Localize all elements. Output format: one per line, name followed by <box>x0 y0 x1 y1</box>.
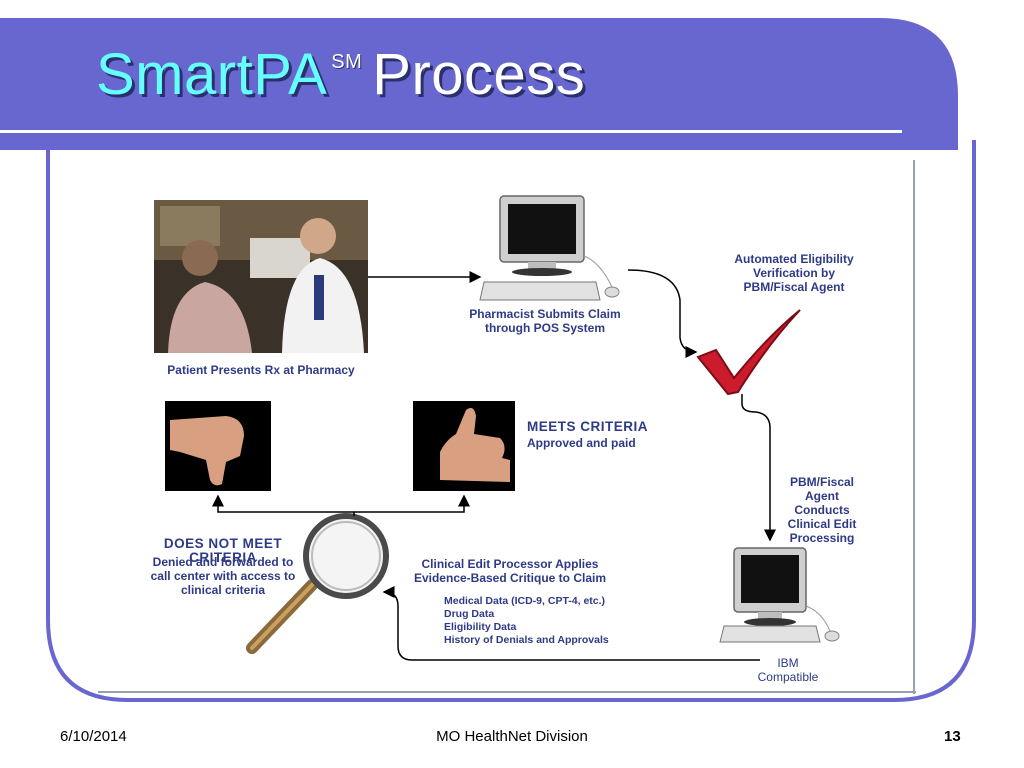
data-item: Drug Data <box>444 608 495 620</box>
page-number: 13 <box>944 728 961 745</box>
arrow-pharmacist-to-check <box>627 269 698 358</box>
data-item: Medical Data (ICD-9, CPT-4, etc.) <box>444 595 606 607</box>
title-process: Process <box>372 42 586 107</box>
pharmacy-photo <box>154 200 368 353</box>
footer-date: 6/10/2014 <box>60 728 127 745</box>
magnifier-icon <box>246 513 389 654</box>
pbm-label: PBM/Fiscal Agent Conducts Clinical Edit … <box>787 475 857 545</box>
data-items-list: Medical Data (ICD-9, CPT-4, etc.) Drug D… <box>444 595 644 647</box>
header-separator <box>0 130 902 133</box>
data-item: Eligibility Data <box>444 621 517 633</box>
branch-connector <box>212 494 355 516</box>
not-meet-criteria-text: Denied and forwarded to call center with… <box>150 555 296 597</box>
branch-connector-right <box>354 494 470 513</box>
pharmacist-label: Pharmacist Submits Claim through POS Sys… <box>469 307 621 335</box>
computer-pos-icon <box>479 195 620 301</box>
slide-border <box>46 140 976 702</box>
header-band <box>0 18 958 150</box>
ibm-label: IBM Compatible <box>757 656 819 684</box>
computer-ibm-icon <box>719 547 840 643</box>
clinical-edit-label: Clinical Edit Processor Applies Evidence… <box>413 557 607 585</box>
data-item: History of Denials and Approvals <box>444 634 609 646</box>
thumbs-up-photo <box>413 401 515 491</box>
meets-criteria-heading: MEETS CRITERIA <box>527 419 649 434</box>
patient-label: Patient Presents Rx at Pharmacy <box>167 363 355 377</box>
title-smart: Smart <box>96 42 254 107</box>
checkmark-icon <box>696 309 801 396</box>
verification-label: Automated Eligibility Verification by PB… <box>734 252 854 294</box>
arrow-ibm-to-magnifier <box>382 586 760 661</box>
arrow-check-to-pbm <box>741 394 776 542</box>
title-service-mark: SM <box>331 51 363 73</box>
meets-criteria-text: Approved and paid <box>527 436 636 450</box>
thumbs-down-photo <box>165 401 271 491</box>
footer-center: MO HealthNet Division <box>436 728 588 745</box>
title-pa: PA <box>253 42 328 107</box>
not-meet-criteria-heading: DOES NOT MEET CRITERIA <box>163 536 283 565</box>
